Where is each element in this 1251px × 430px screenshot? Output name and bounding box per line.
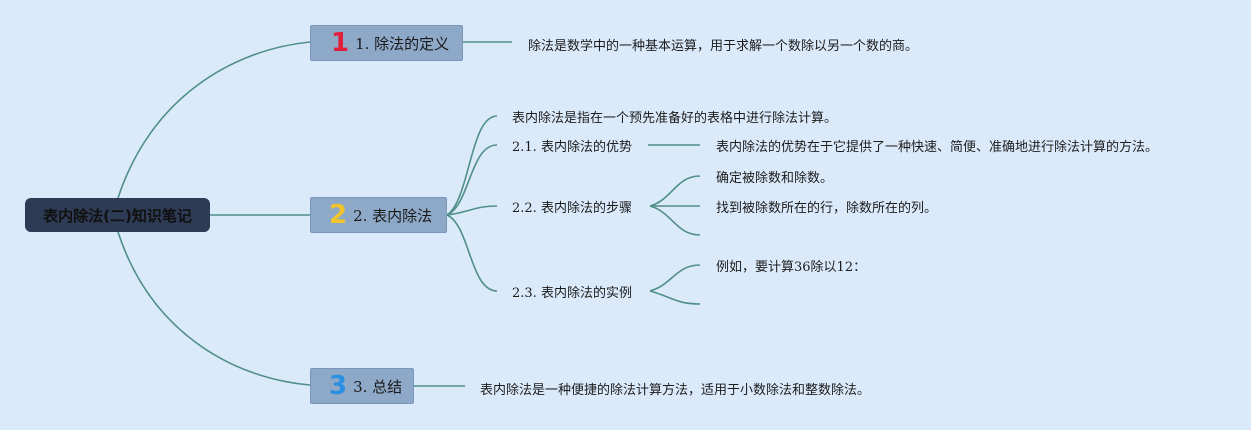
note-example-1: 例如，要计算36除以12：	[716, 254, 866, 276]
topic-summary[interactable]: 3 3. 总结	[310, 368, 414, 404]
subtopic-label: 2.3. 表内除法的实例	[512, 285, 632, 301]
connector-sub2-note1	[649, 175, 701, 207]
note-step-2: 找到被除数所在的行，除数所在的列。	[716, 195, 937, 217]
root-node[interactable]: 表内除法(二)知识笔记	[25, 198, 210, 232]
connector-topic2-intro	[446, 115, 498, 216]
connector-root-topic1	[117, 41, 311, 199]
subtopic-example[interactable]: 2.3. 表内除法的实例	[512, 280, 632, 302]
connector-topic2-sub3	[446, 214, 498, 292]
connector-topic2-sub2	[446, 205, 498, 216]
topic-label: 1. 除法的定义	[355, 34, 450, 53]
connector-sub3-note2	[649, 290, 701, 305]
note-step-1: 确定被除数和除数。	[716, 165, 833, 187]
note-text: 确定被除数和除数。	[716, 170, 834, 186]
subtopic-label: 2.2. 表内除法的步骤	[512, 200, 632, 216]
connector-topic2-sub1	[446, 144, 498, 216]
number-two-icon: 2	[329, 200, 348, 230]
topic-label: 3. 总结	[353, 377, 403, 396]
connector-sub3-note1	[649, 264, 701, 292]
intro-table-division: 表内除法是指在一个预先准备好的表格中进行除法计算。	[512, 105, 837, 127]
note-text: 表内除法的优势在于它提供了一种快速、简便、准确地进行除法计算的方法。	[716, 139, 1159, 155]
subtopic-steps[interactable]: 2.2. 表内除法的步骤	[512, 195, 632, 217]
note-advantage: 表内除法的优势在于它提供了一种快速、简便、准确地进行除法计算的方法。	[716, 134, 1158, 156]
topic-table-division[interactable]: 2 2. 表内除法	[310, 197, 447, 233]
note-text: 表内除法是一种便捷的除法计算方法，适用于小数除法和整数除法。	[480, 382, 871, 398]
subtopic-label: 2.1. 表内除法的优势	[512, 139, 632, 155]
note-text: 找到被除数所在的行，除数所在的列。	[716, 200, 938, 216]
topic-label: 2. 表内除法	[353, 206, 433, 225]
topic-definition[interactable]: 1 1. 除法的定义	[310, 25, 463, 61]
note-summary: 表内除法是一种便捷的除法计算方法，适用于小数除法和整数除法。	[480, 377, 870, 399]
root-label: 表内除法(二)知识笔记	[43, 206, 192, 225]
number-one-icon: 1	[331, 28, 350, 58]
number-three-icon: 3	[329, 371, 348, 401]
note-text: 例如，要计算36除以12：	[716, 259, 867, 275]
subtopic-advantage[interactable]: 2.1. 表内除法的优势	[512, 134, 632, 156]
connector-sub2-note3	[649, 205, 701, 236]
note-definition: 除法是数学中的一种基本运算，用于求解一个数除以另一个数的商。	[528, 33, 918, 55]
note-text: 除法是数学中的一种基本运算，用于求解一个数除以另一个数的商。	[528, 38, 919, 54]
note-text: 表内除法是指在一个预先准备好的表格中进行除法计算。	[512, 110, 838, 126]
connector-root-topic3	[117, 231, 311, 386]
